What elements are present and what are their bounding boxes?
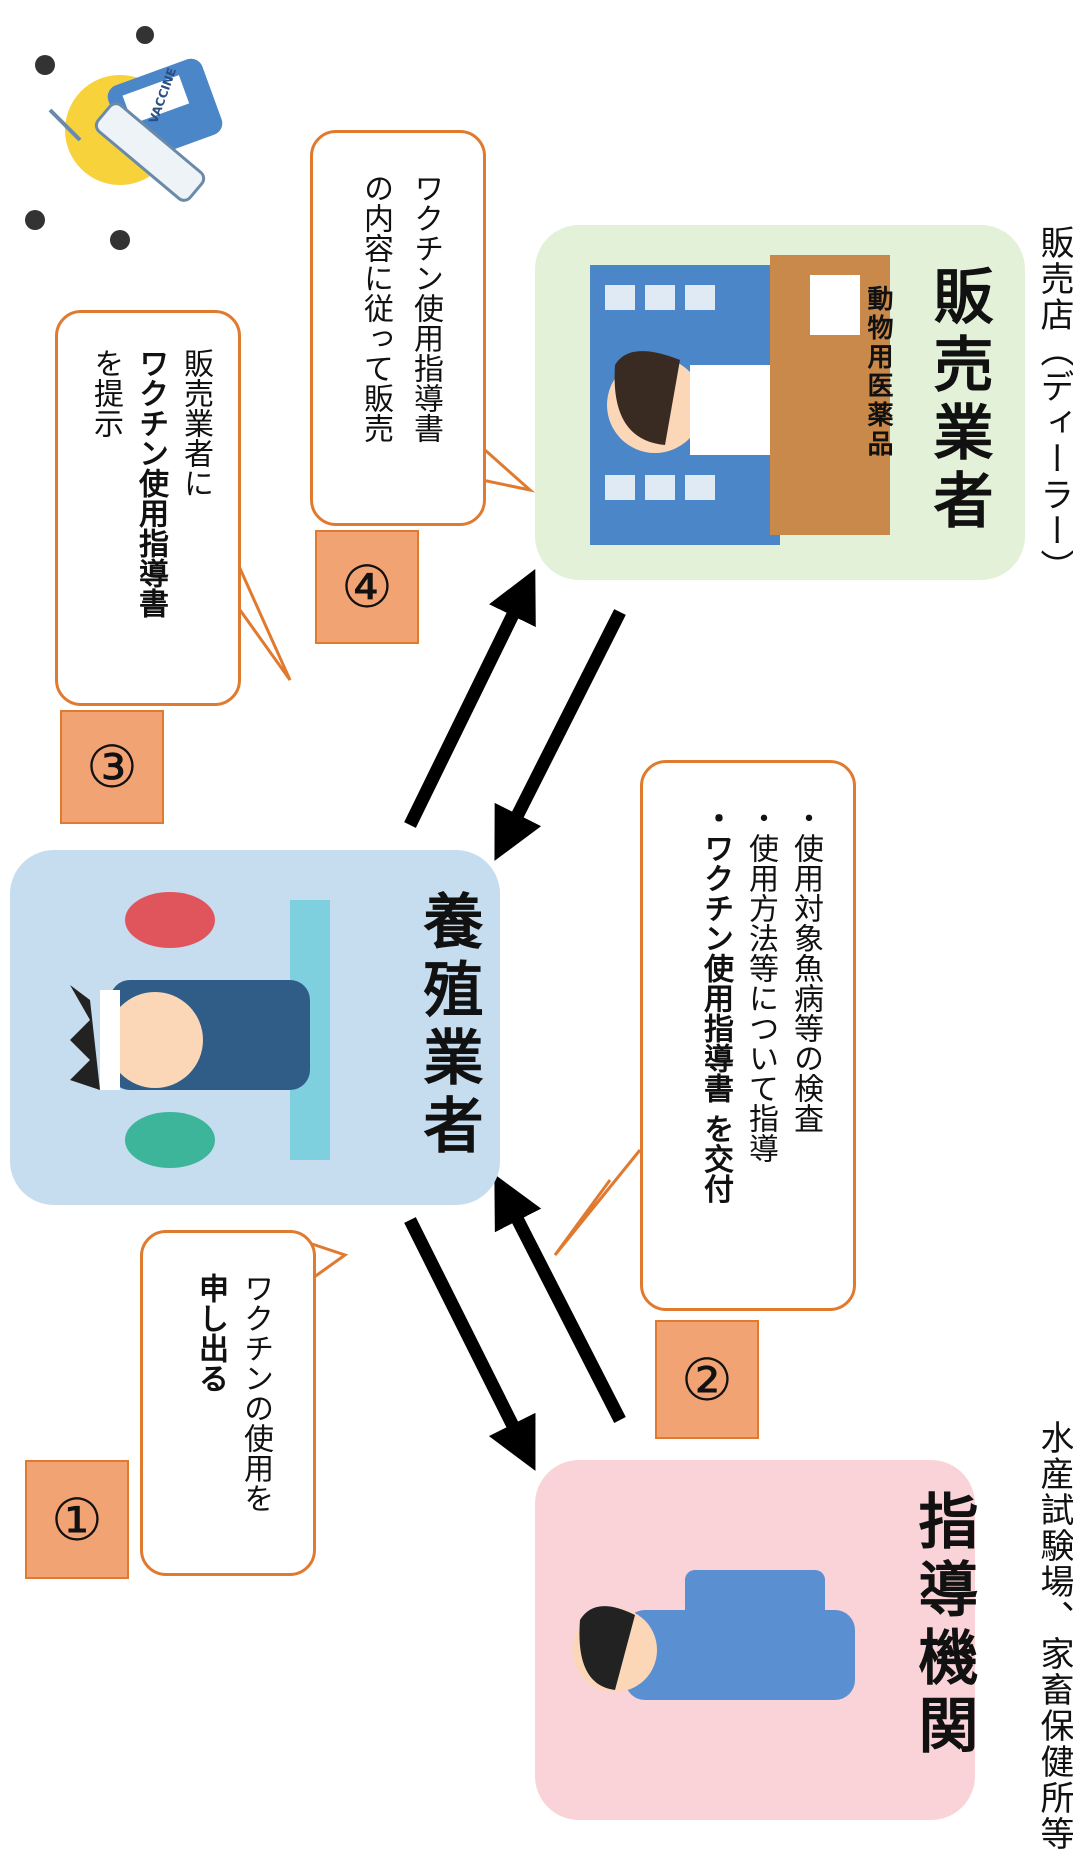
bubble-tail-3 [223, 534, 292, 681]
vaccine-vial-syringe-icon: VACCINE [10, 10, 250, 280]
dealer-card: 動物用医薬品 販売業者 [535, 225, 1025, 580]
step-badge-2: ② [655, 1320, 759, 1439]
step-3-line-1: 販売業者に [178, 348, 213, 498]
step-bubble-1: ワクチンの使用を 申し出る [140, 1230, 316, 1576]
step-bubble-4: ワクチン使用指導書 の内容に従って販売 [310, 130, 486, 526]
dealer-title: 販売業者 [923, 265, 993, 537]
fish-farmer-icon [50, 880, 370, 1180]
farmer-title: 養殖業者 [413, 890, 483, 1162]
guidance-officer-icon [555, 1500, 865, 1750]
step-number-1: ① [51, 1485, 103, 1554]
dealer-note: 販売店（ディーラー） [1034, 225, 1073, 585]
step-1-line-2: 申し出る [193, 1273, 228, 1393]
step-3-line-2: ワクチン使用指導書 [133, 348, 168, 618]
arrow-farmer-to-dealer [404, 568, 536, 828]
arrow-guidance-to-farmer [494, 1174, 626, 1423]
guidance-card: 指導機関 [535, 1460, 978, 1820]
step-number-2: ② [681, 1345, 733, 1414]
pharmacist-icon [570, 245, 900, 555]
step-2-line-3: ・ワクチン使用指導書 を交付 [698, 803, 733, 1204]
step-number-3: ③ [86, 733, 138, 801]
step-bubble-3: 販売業者に ワクチン使用指導書 を提示 [55, 310, 241, 706]
step-badge-4: ④ [315, 530, 419, 644]
guidance-note: 水産試験場、家畜保健所等 [1034, 1420, 1073, 1852]
dealer-sublabel: 動物用医薬品 [863, 285, 893, 459]
step-badge-3: ③ [60, 710, 164, 824]
arrow-dealer-to-farmer [494, 609, 626, 861]
step-3-line-3: を提示 [88, 348, 123, 438]
step-number-4: ④ [341, 553, 393, 621]
arrow-farmer-to-guidance [404, 1217, 536, 1471]
step-4-line-2: の内容に従って販売 [358, 173, 393, 443]
step-2-line-1: ・使用対象魚病等の検査 [788, 803, 823, 1133]
step-bubble-2: ・使用対象魚病等の検査 ・使用方法等について指導 ・ワクチン使用指導書 を交付 [640, 760, 856, 1311]
bubble-tail-4 [481, 448, 536, 493]
guidance-title: 指導機関 [908, 1490, 978, 1762]
step-4-line-1: ワクチン使用指導書 [408, 173, 443, 443]
step-2-line-2: ・使用方法等について指導 [743, 803, 778, 1163]
farmer-card: 養殖業者 [10, 850, 500, 1205]
step-badge-1: ① [25, 1460, 129, 1579]
step-1-line-1: ワクチンの使用を [238, 1273, 273, 1513]
bubble-tail-2 [553, 1149, 642, 1256]
